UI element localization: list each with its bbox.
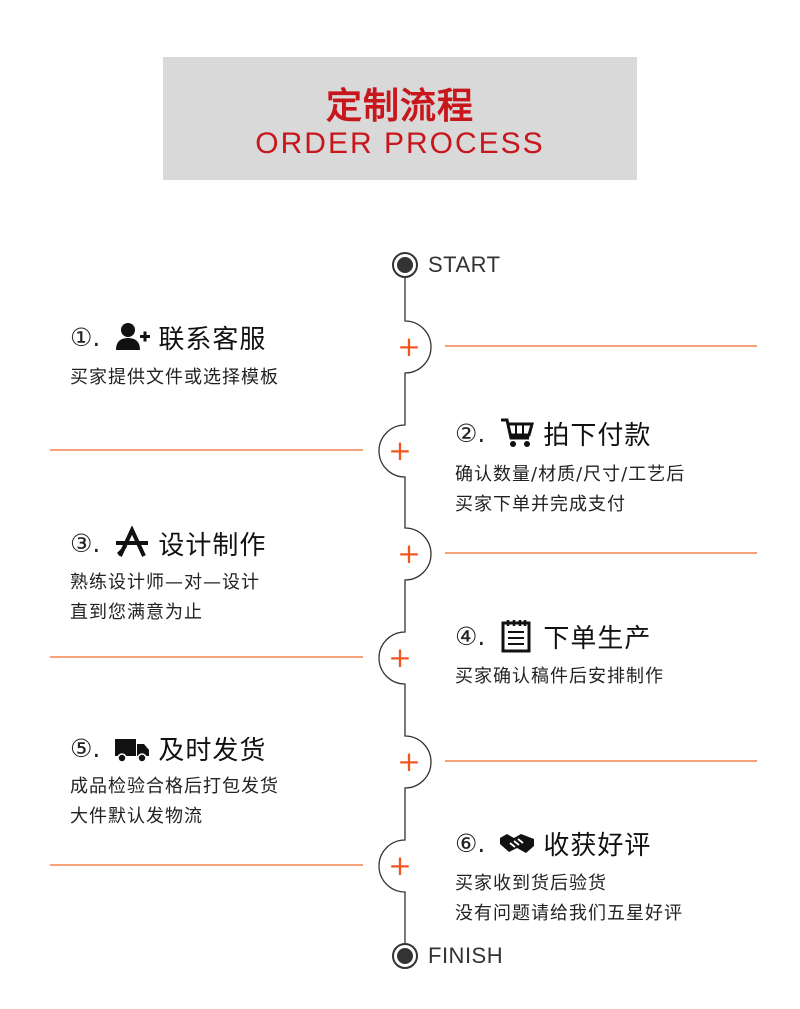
step-6-heading: ⑥. 收获好评 <box>455 823 651 863</box>
step-2-description: 确认数量/材质/尺寸/工艺后 买家下单并完成支付 <box>455 460 685 520</box>
description-line: 大件默认发物流 <box>70 806 203 827</box>
description-line: 买家提供文件或选择模板 <box>70 367 279 388</box>
connector-line <box>50 449 363 451</box>
step-title: 拍下付款 <box>543 420 652 451</box>
description-line: 成品检验合格后打包发货 <box>70 776 279 797</box>
step-number: ②. <box>455 418 486 448</box>
step-4-heading: ④. 下单生产 <box>455 616 651 656</box>
step-title: 下单生产 <box>543 623 652 654</box>
shopping-cart-icon <box>499 416 535 450</box>
step-number: ⑤. <box>70 733 101 763</box>
step-1-heading: ①. 联系客服 <box>70 317 266 357</box>
page-title: 定制流程 <box>325 86 474 127</box>
description-line: 直到您满意为止 <box>70 602 203 623</box>
step-number: ①. <box>70 322 101 352</box>
description-line: 买家收到货后验货 <box>455 873 607 894</box>
connector-line <box>50 864 363 866</box>
start-marker <box>392 252 418 278</box>
connector-line <box>445 760 757 762</box>
design-tool-icon <box>114 526 150 560</box>
step-1-description: 买家提供文件或选择模板 <box>70 363 279 393</box>
finish-marker <box>392 943 418 969</box>
step-number: ⑥. <box>455 828 486 858</box>
finish-label: FINISH <box>428 943 504 968</box>
connector-line <box>50 656 363 658</box>
step-3-description: 熟练设计师—对—设计 直到您满意为止 <box>70 568 260 628</box>
connector-line <box>445 345 757 347</box>
step-number: ④. <box>455 621 486 651</box>
step-title: 联系客服 <box>158 324 267 355</box>
step-title: 收获好评 <box>543 830 652 861</box>
handshake-icon <box>499 826 535 860</box>
step-number: ③. <box>70 528 101 558</box>
step-5-heading: ⑤. 及时发货 <box>70 728 266 768</box>
plus-icon: + <box>388 849 412 882</box>
start-label: START <box>428 252 501 277</box>
plus-icon: + <box>397 745 421 778</box>
step-4-description: 买家确认稿件后安排制作 <box>455 662 664 692</box>
header-banner: 定制流程 ORDER PROCESS <box>163 57 637 180</box>
connector-line <box>445 552 757 554</box>
step-5-description: 成品检验合格后打包发货 大件默认发物流 <box>70 772 279 832</box>
description-line: 熟练设计师—对—设计 <box>70 572 260 593</box>
description-line: 确认数量/材质/尺寸/工艺后 <box>455 464 686 485</box>
delivery-truck-icon <box>114 731 150 765</box>
plus-icon: + <box>397 330 421 363</box>
description-line: 买家下单并完成支付 <box>455 494 626 515</box>
notepad-icon <box>499 619 535 653</box>
step-3-heading: ③. 设计制作 <box>70 523 266 563</box>
page-subtitle: ORDER PROCESS <box>255 127 545 160</box>
plus-icon: + <box>388 641 412 674</box>
plus-icon: + <box>397 537 421 570</box>
step-title: 及时发货 <box>158 735 267 766</box>
description-line: 买家确认稿件后安排制作 <box>455 666 664 687</box>
step-6-description: 买家收到货后验货 没有问题请给我们五星好评 <box>455 869 683 929</box>
step-title: 设计制作 <box>158 530 267 561</box>
plus-icon: + <box>388 434 412 467</box>
description-line: 没有问题请给我们五星好评 <box>455 903 683 924</box>
add-user-icon <box>114 320 151 354</box>
step-2-heading: ②. 拍下付款 <box>455 413 651 453</box>
